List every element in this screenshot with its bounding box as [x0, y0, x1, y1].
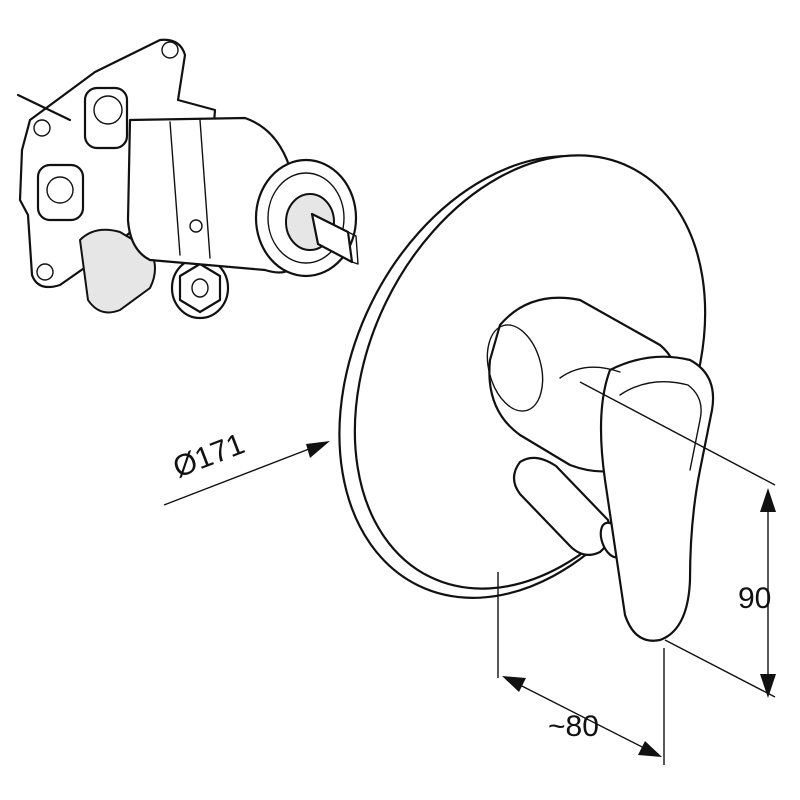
connector-ring-2: [46, 176, 74, 204]
pipe-connector-upper: [83, 86, 129, 150]
mixer-lever: [486, 296, 715, 642]
height-label: 90: [738, 582, 771, 615]
lever-handle-inner: [619, 380, 702, 471]
height-arrow-bottom: [760, 674, 776, 698]
lower-fitting: [79, 228, 156, 314]
diameter-leader-line: [163, 443, 323, 506]
lever-handle: [599, 355, 715, 642]
connector-ring: [93, 95, 123, 125]
guide-rod: [16, 93, 72, 122]
concealed-valve-body: [16, 38, 359, 320]
drain-plug-nut: [178, 262, 222, 314]
depth-dimension-line: [511, 680, 653, 753]
lever-base-rim: [486, 324, 544, 412]
diameter-label: Ø171: [169, 427, 249, 484]
height-extension-bottom: [664, 639, 776, 698]
depth-label: ~80: [548, 710, 599, 743]
mounting-hole-top: [161, 41, 179, 59]
lever-handle-edge: [559, 366, 621, 379]
diverter-knob: [512, 456, 611, 557]
dimension-depth: ~80: [497, 572, 665, 765]
cylinder-screw: [189, 219, 203, 233]
height-extension-top: [579, 381, 776, 486]
mounting-hole-bottom: [36, 263, 54, 281]
cylinder-band: [169, 121, 181, 256]
drain-plug-center: [191, 278, 209, 298]
cartridge-face-ring: [267, 172, 345, 264]
dimension-diameter: Ø171: [163, 427, 330, 506]
depth-arrow-right: [638, 741, 662, 757]
cylinder-band-2: [199, 119, 211, 259]
height-arrow-top: [760, 488, 776, 512]
depth-arrow-left: [502, 676, 526, 692]
diameter-arrowhead: [306, 441, 330, 458]
mounting-hole-left: [33, 119, 51, 137]
spindle-edge: [347, 231, 359, 265]
dimension-height: 90: [579, 381, 776, 698]
pipe-connector-left: [36, 163, 85, 222]
